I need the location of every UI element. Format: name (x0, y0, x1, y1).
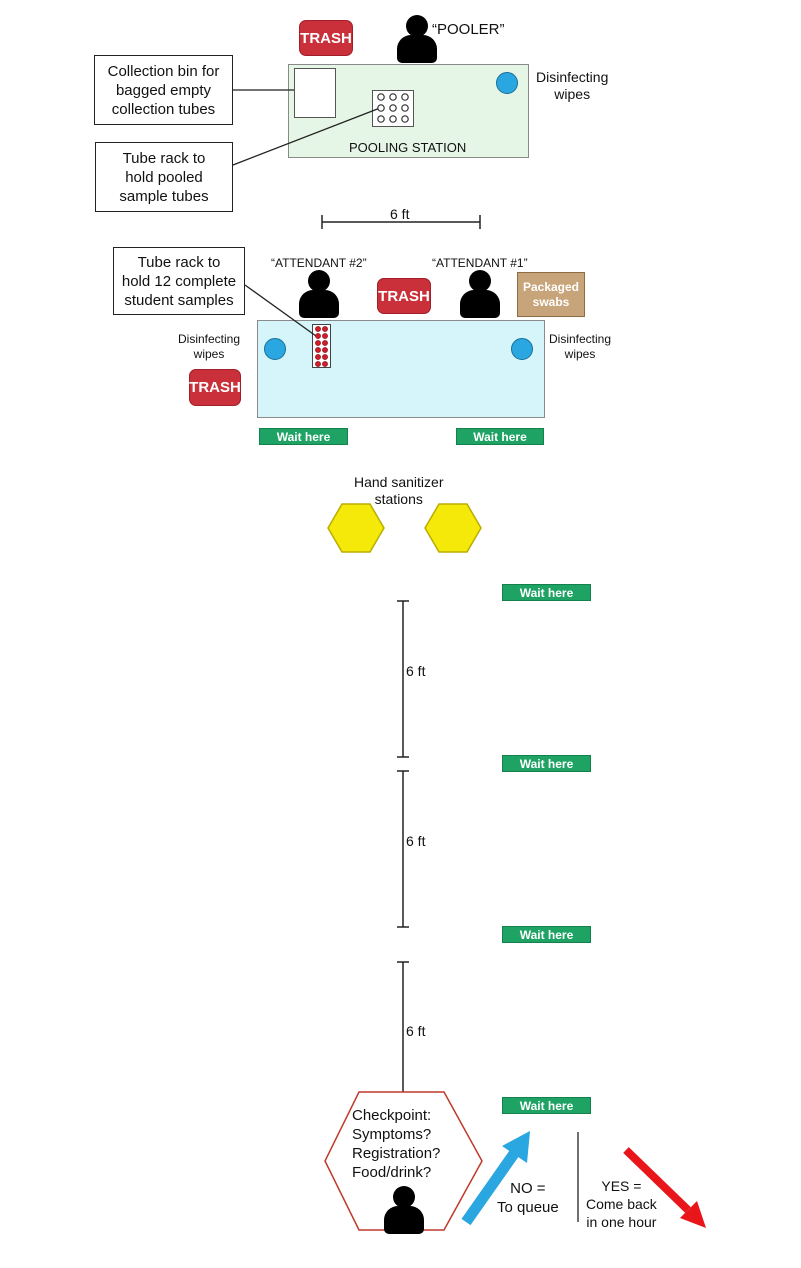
pooling-wipes-label: Disinfecting wipes (536, 69, 609, 102)
collection-bin-callout-text: Collection bin for bagged empty collecti… (107, 62, 220, 118)
collection-trash-left-label: TRASH (189, 379, 241, 396)
queue-wait-marker-2: Wait here (502, 755, 591, 772)
packaged-swabs-label: Packaged swabs (522, 279, 580, 309)
wait-marker-table-right-label: Wait here (473, 429, 527, 444)
pooling-wipes-icon (496, 72, 518, 94)
sanitizer-station-right (424, 503, 482, 553)
collection-wipes-left-icon (264, 338, 286, 360)
collection-bin (294, 68, 336, 118)
sanitizer-station-left (327, 503, 385, 553)
queue-wait-marker-1: Wait here (502, 584, 591, 601)
queue-wait-marker-4: Wait here (502, 1097, 591, 1114)
collection-trash-center-label: TRASH (378, 287, 430, 305)
pooled-rack-callout-text: Tube rack to hold pooled sample tubes (119, 149, 209, 205)
queue-wait-marker-4-label: Wait here (519, 1098, 574, 1113)
attendant-1-label: “ATTENDANT #1” (432, 256, 528, 270)
attendant-2-label: “ATTENDANT #2” (271, 256, 367, 270)
pooling-trash-label: TRASH (300, 29, 352, 47)
top-distance-label: 6 ft (390, 206, 410, 222)
queue-distance-3: 6 ft (406, 1023, 426, 1039)
queue-wait-marker-3: Wait here (502, 926, 591, 943)
checkpoint-person-icon (384, 1186, 424, 1234)
queue-distance-1: 6 ft (406, 663, 426, 679)
queue-distance-2: 6 ft (406, 833, 426, 849)
sanitizer-label: Hand sanitizer stations (354, 474, 444, 507)
collection-wipes-left-label: Disinfecting wipes (178, 332, 241, 361)
pooling-trash-bin: TRASH (299, 20, 353, 56)
wait-marker-table-left: Wait here (259, 428, 348, 445)
pooler-person-icon (397, 15, 437, 63)
collection-trash-center: TRASH (377, 278, 431, 314)
student-sample-rack (312, 324, 331, 368)
student-rack-callout-text: Tube rack to hold 12 complete student sa… (121, 253, 237, 309)
packaged-swabs-box: Packaged swabs (517, 272, 585, 317)
queue-wait-marker-3-label: Wait here (519, 927, 574, 942)
collection-trash-left: TRASH (189, 369, 241, 406)
collection-bin-callout: Collection bin for bagged empty collecti… (94, 55, 233, 125)
collection-wipes-right-label: Disinfecting wipes (549, 332, 612, 361)
queue-wait-marker-2-label: Wait here (519, 756, 574, 771)
pooled-tube-rack (372, 90, 414, 127)
collection-wipes-right-icon (511, 338, 533, 360)
no-label: NO = To queue (497, 1180, 559, 1216)
checkpoint-text: Checkpoint: Symptoms? Registration? Food… (352, 1107, 441, 1181)
attendant-2-person-icon (299, 270, 339, 318)
queue-wait-marker-1-label: Wait here (519, 585, 574, 600)
attendant-1-person-icon (460, 270, 500, 318)
pooler-label: “POOLER” (432, 21, 505, 38)
yes-label: YES = Come back in one hour (586, 1178, 657, 1230)
wait-marker-table-right: Wait here (456, 428, 544, 445)
pooled-rack-callout: Tube rack to hold pooled sample tubes (95, 142, 233, 212)
student-rack-callout: Tube rack to hold 12 complete student sa… (113, 247, 245, 315)
wait-marker-table-left-label: Wait here (276, 429, 331, 444)
pooling-station-label: POOLING STATION (349, 140, 467, 155)
collection-table (257, 320, 545, 418)
